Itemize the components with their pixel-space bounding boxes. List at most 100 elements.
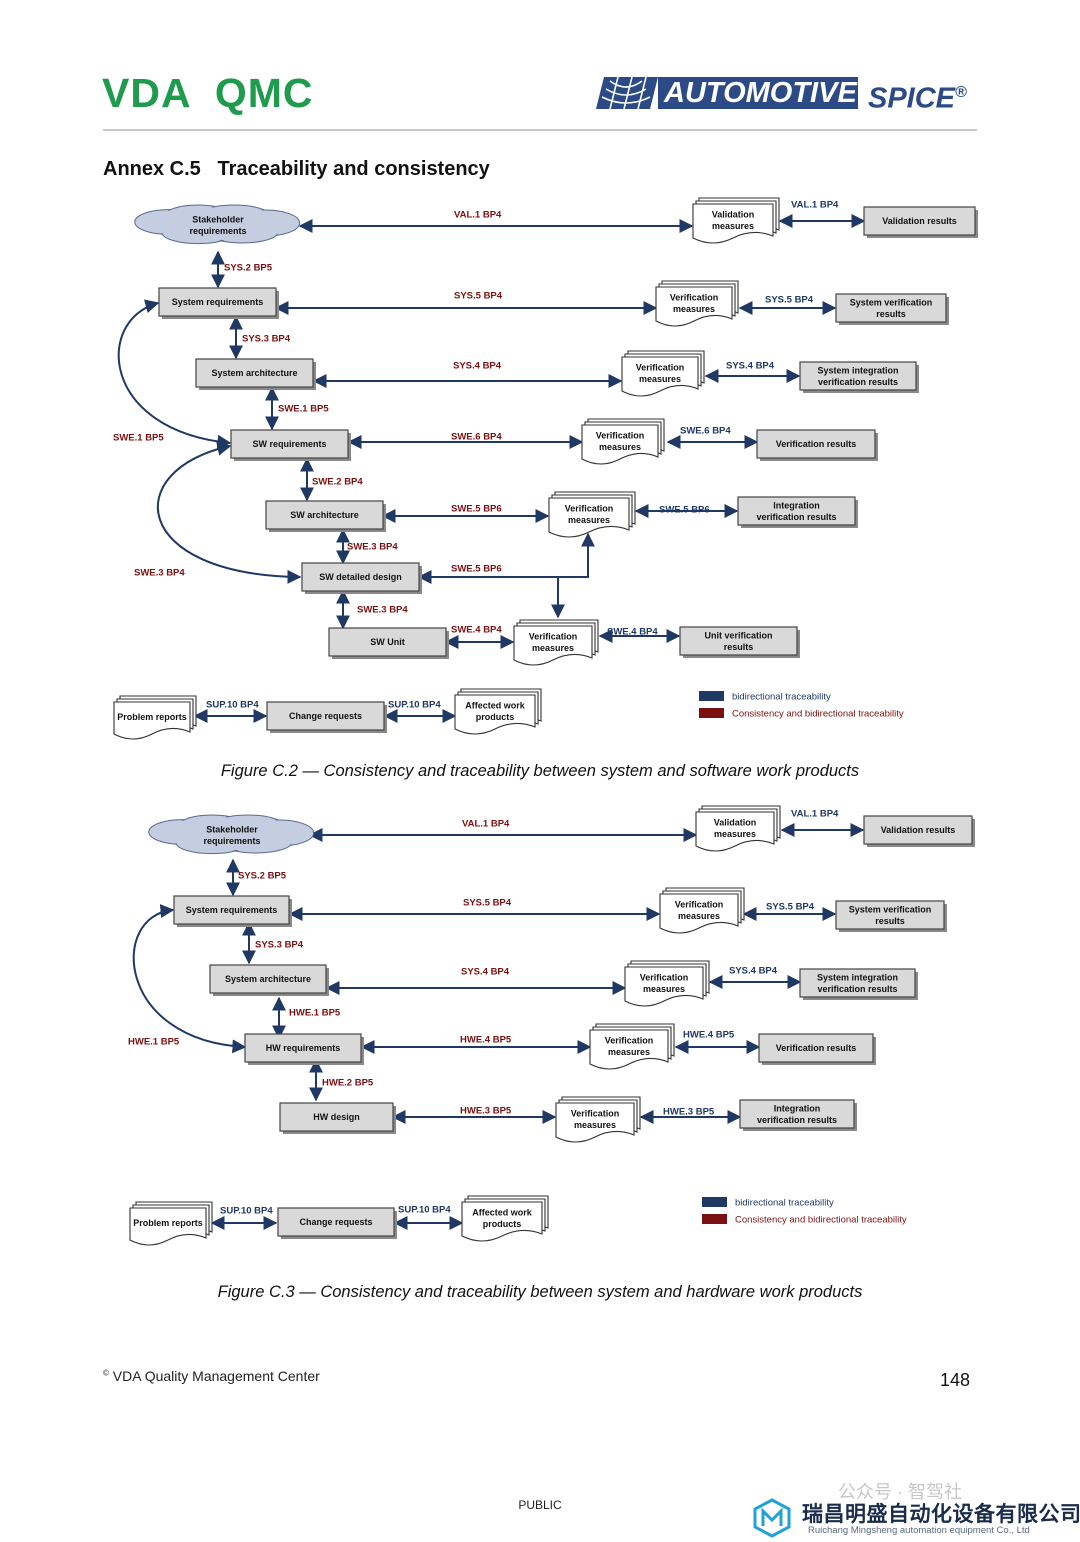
watermark-faded-text: 公众号 · 智驾社 — [838, 1482, 962, 1502]
node-system-requirements: System requirements — [173, 895, 292, 927]
node-verification-results: Verification results — [756, 429, 878, 461]
label-sup10-a: SUP.10 BP4 — [206, 699, 259, 710]
node-validation-results: Validation results — [863, 815, 975, 847]
node-validation-results: Validation results — [863, 206, 978, 238]
automotive-spice-logo: AUTOMOTIVE SPICE® — [596, 77, 976, 115]
annex-title: Annex C.5 Traceability and consistency — [103, 158, 490, 180]
label-val1-results: VAL.1 BP4 — [791, 808, 839, 819]
legend-blue-label: bidirectional traceability — [732, 691, 831, 702]
spice-word: SPICE® — [868, 82, 967, 115]
label-sys5: SYS.5 BP4 — [463, 897, 512, 908]
link-swe1-curve — [117, 299, 232, 449]
label-val1: VAL.1 BP4 — [454, 209, 502, 220]
figure-c3-caption: Figure C.3 — Consistency and traceabilit… — [217, 1283, 863, 1301]
label-sup10-b: SUP.10 BP4 — [388, 699, 441, 710]
label-sys2: SYS.2 BP5 — [224, 262, 273, 273]
label-swe2: SWE.2 BP4 — [312, 476, 363, 487]
label-hwe3-results: HWE.3 BP5 — [663, 1106, 715, 1117]
label-sys5-results: SYS.5 BP4 — [765, 294, 814, 305]
node-change-requests-label: Change requests — [289, 711, 362, 721]
node-sw-requirements-label: SW requirements — [252, 439, 326, 449]
node-sw-detailed-design: SW detailed design — [301, 562, 422, 594]
label-hwe2: HWE.2 BP5 — [322, 1077, 374, 1088]
label-sys4: SYS.4 BP4 — [461, 966, 510, 977]
node-change-requests-label: Change requests — [299, 1217, 372, 1227]
label-sys4-results: SYS.4 BP4 — [726, 360, 775, 371]
traceability-links — [132, 823, 865, 1230]
figure-c2-caption: Figure C.2 — Consistency and traceabilit… — [220, 762, 860, 780]
company-name-en: Ruichang Mingsheng automation equipment … — [808, 1525, 1030, 1536]
label-swe1-curve: SWE.1 BP5 — [113, 432, 164, 443]
label-swe3-unit: SWE.3 BP4 — [357, 604, 408, 615]
traceability-links — [117, 214, 866, 723]
legend-blue-swatch — [699, 691, 724, 701]
label-sys5: SYS.5 BP4 — [454, 290, 503, 301]
vda-qmc-logo: VDA QMC — [102, 70, 314, 116]
node-verification-results-label: Verification results — [776, 1043, 857, 1053]
node-sw-requirements: SW requirements — [230, 429, 351, 461]
node-system-architecture: System architecture — [209, 964, 329, 996]
label-swe6: SWE.6 BP4 — [451, 431, 502, 442]
company-logo-icon — [753, 1498, 791, 1538]
node-system-requirements: System requirements — [158, 287, 279, 319]
label-swe5-results: SWE.5 BP6 — [659, 504, 710, 515]
label-swe4-results: SWE.4 BP4 — [607, 626, 658, 637]
label-sys3: SYS.3 BP4 — [255, 939, 304, 950]
label-sys5-results: SYS.5 BP4 — [766, 901, 815, 912]
label-swe3-curve: SWE.3 BP4 — [134, 567, 185, 578]
label-hwe1-curve: HWE.1 BP5 — [128, 1036, 180, 1047]
label-sys2: SYS.2 BP5 — [238, 870, 287, 881]
node-hw-requirements-label: HW requirements — [266, 1043, 341, 1053]
label-sup10-a: SUP.10 BP4 — [220, 1205, 273, 1216]
label-sys4-results: SYS.4 BP4 — [729, 965, 778, 976]
company-name-cn: 瑞昌明盛自动化设备有限公司 — [802, 1503, 1080, 1526]
node-sw-detailed-design-label: SW detailed design — [319, 572, 402, 582]
node-problem-reports-label: Problem reports — [117, 712, 187, 722]
label-val1: VAL.1 BP4 — [462, 818, 510, 829]
node-system-requirements-label: System requirements — [172, 297, 264, 307]
node-system-requirements-label: System requirements — [186, 905, 278, 915]
label-swe3-down: SWE.3 BP4 — [347, 541, 398, 552]
label-swe1: SWE.1 BP5 — [278, 403, 329, 414]
node-system-architecture-label: System architecture — [225, 974, 311, 984]
label-sup10-b: SUP.10 BP4 — [398, 1204, 451, 1215]
node-system-architecture-label: System architecture — [211, 368, 297, 378]
link-hwe1-curve — [132, 904, 247, 1054]
node-hw-design-label: HW design — [313, 1112, 360, 1122]
legend-blue-swatch — [702, 1197, 727, 1207]
legend-red-swatch — [699, 708, 724, 718]
node-change-requests: Change requests — [266, 701, 387, 733]
node-sw-architecture-label: SW architecture — [290, 510, 359, 520]
legend-red-label: Consistency and bidirectional traceabili… — [732, 708, 904, 719]
label-hwe1: HWE.1 BP5 — [289, 1007, 341, 1018]
node-problem-reports: Problem reports — [113, 695, 197, 740]
